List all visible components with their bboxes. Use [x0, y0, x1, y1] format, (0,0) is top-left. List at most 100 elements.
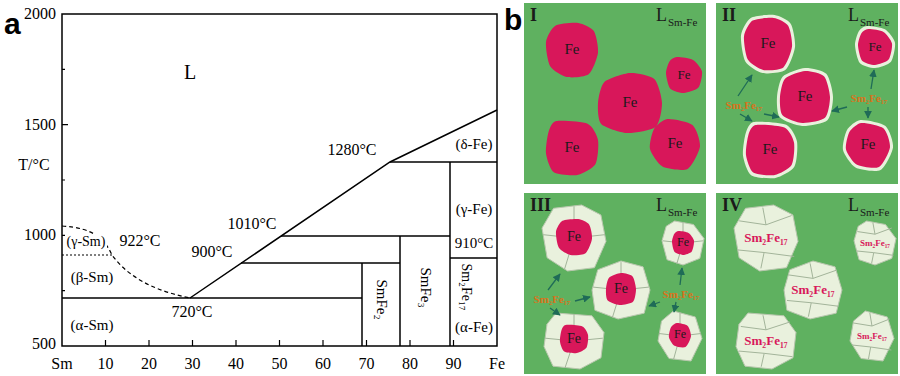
fe-particle-outline — [546, 23, 598, 78]
phase-label: (δ-Fe) — [455, 136, 492, 153]
fe-particle-outline — [672, 231, 694, 255]
axis-tick-label: 40 — [228, 355, 244, 373]
leader-arrow — [649, 302, 660, 306]
phase-label: Sm₂Fe₁₇ — [791, 283, 834, 298]
stage-panel: IVLSm-FeSm₂Fe₁₇Sm₂Fe₁₇Sm₂Fe₁₇Sm₂Fe₁₇Sm₂F… — [716, 193, 898, 374]
temperature-label: 1280°C — [327, 141, 376, 159]
leader-arrow — [575, 297, 590, 301]
shell-callout: Sm₂Fe₁₇ — [726, 99, 763, 112]
fe-particle-outline — [598, 73, 662, 133]
phase-label: (α-Fe) — [455, 319, 493, 336]
element-label: Fe — [798, 88, 813, 105]
axis-tick-label: Sm — [51, 355, 72, 373]
leader-arrow — [674, 302, 676, 312]
panel-figure — [542, 205, 704, 369]
leader-arrow — [550, 308, 560, 315]
sm2fe17-shell — [777, 68, 833, 126]
dashed-boundary — [62, 254, 112, 255]
grain-boundary — [739, 221, 766, 225]
panel-letter: b — [504, 3, 522, 38]
phase-label: Sm₂Fe₁₇ — [860, 238, 890, 248]
liquid-subscript: Sm-Fe — [860, 206, 889, 219]
axis-tick-label: 500 — [32, 335, 56, 353]
temperature-label: 720°C — [171, 303, 212, 321]
fe-particle: Fe — [650, 119, 700, 169]
liquid-subscript: Sm-Fe — [668, 16, 697, 29]
fe-particle-outline — [556, 219, 592, 255]
fe-particle-outline — [858, 29, 892, 65]
sm2fe17-grain-shell — [542, 205, 606, 271]
compound-line — [361, 263, 363, 346]
grain-boundary — [857, 232, 875, 235]
grain-outline — [850, 311, 894, 361]
leader-arrow — [764, 114, 779, 117]
plot-frame — [62, 14, 497, 346]
sm2fe17-shell — [743, 122, 797, 179]
fe-particle: Fe — [556, 219, 592, 255]
grain-boundary — [761, 353, 764, 366]
axis-tick-label: 80 — [402, 355, 418, 373]
peritectic-line — [241, 262, 400, 264]
fe-particle: Fe — [672, 231, 694, 255]
grain-outline — [736, 313, 796, 369]
shell-callout: Sm₂Fe₁₇ — [851, 92, 888, 105]
phase-label: (β-Sm) — [71, 269, 114, 286]
element-label: Fe — [763, 141, 778, 158]
liquid-label: L — [656, 5, 667, 26]
element-label: Fe — [623, 94, 638, 111]
liquid-subscript: Sm-Fe — [668, 206, 697, 219]
element-label: Fe — [761, 35, 776, 52]
grain-outline — [854, 221, 896, 265]
grain-outline — [734, 205, 798, 271]
fe-particle-outline — [746, 125, 794, 176]
grain-boundary — [789, 275, 813, 278]
element-label: Fe — [567, 331, 581, 347]
phase-boundary — [449, 162, 451, 346]
fe-particle: Fe — [780, 71, 830, 123]
temperature-label: 922°C — [119, 232, 160, 250]
fe-particle-outline — [669, 323, 691, 347]
grain-boundary — [741, 326, 766, 329]
fe-particle: Fe — [669, 323, 691, 347]
leader-arrow — [680, 268, 682, 285]
leader-arrow — [738, 75, 752, 96]
sm2fe17-grain: Sm₂Fe₁₇ — [850, 311, 894, 361]
leader-arrow — [867, 107, 868, 118]
axis-title: T/°C — [18, 156, 49, 174]
grain-boundary — [854, 323, 872, 326]
temperature-label: 910°C — [455, 235, 494, 252]
axis-tick-label: 30 — [185, 355, 201, 373]
phase-label: L — [184, 61, 196, 84]
grain-boundary — [810, 263, 813, 278]
temperature-label: 900°C — [191, 243, 232, 261]
axis-tick-label: 2000 — [24, 5, 56, 23]
panel-figure — [738, 15, 895, 179]
phase-label: (γ-Sm) — [65, 234, 108, 250]
stage-panel: ILSm-FeFeFeFeFeFe — [524, 3, 706, 184]
grain-boundary — [764, 353, 792, 356]
shell-callout: Sm₂Fe₁₇ — [534, 293, 571, 306]
phase-label: Sm₂Fe₁₇ — [744, 334, 787, 349]
element-label: Fe — [861, 136, 876, 153]
axis-tick-label: 60 — [315, 355, 331, 373]
grain-boundary — [766, 322, 790, 330]
fe-particle: Fe — [746, 125, 794, 175]
axis-ticks — [62, 69, 454, 346]
panel-letter: a — [4, 7, 21, 42]
grain-boundary — [872, 319, 890, 326]
grain-boundary — [871, 347, 892, 350]
sm2fe17-grain-shell — [592, 261, 650, 319]
leader-arrow — [548, 274, 560, 290]
fe-particle-outline — [546, 121, 598, 176]
compound-label: Sm₂Fe₁₇ — [458, 263, 474, 310]
phase-boundary — [390, 161, 497, 163]
stage-numeral: II — [722, 5, 736, 26]
fe-particle-outline — [606, 273, 636, 305]
stage-numeral: III — [530, 195, 551, 216]
peritectic-line — [281, 235, 450, 237]
grain-boundary — [856, 251, 874, 253]
sm2fe17-grain: Sm₂Fe₁₇ — [784, 261, 842, 319]
grain-boundary — [787, 300, 811, 302]
axis-tick-label: 20 — [141, 355, 157, 373]
fe-particle-outline — [560, 325, 588, 353]
